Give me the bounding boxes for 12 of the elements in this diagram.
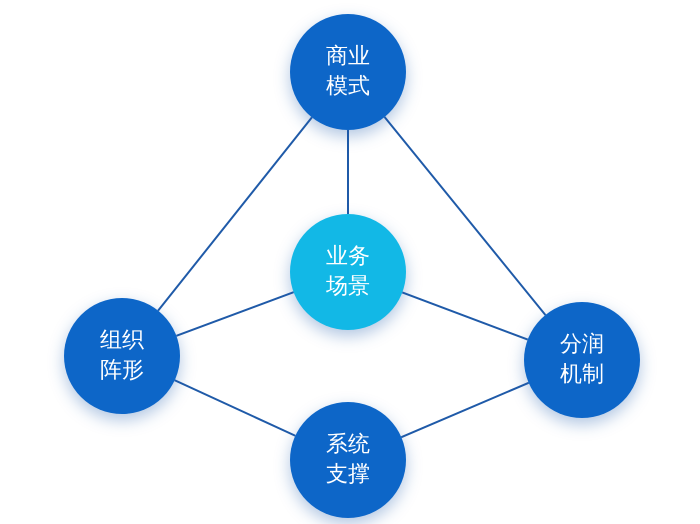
connector-line: [402, 291, 528, 341]
connector-line: [384, 116, 546, 316]
connector-line: [174, 379, 296, 437]
node-label: 组织阵形: [99, 327, 145, 385]
node-label: 商业模式: [325, 43, 371, 101]
connector-line: [157, 116, 313, 312]
connector-line: [400, 382, 530, 438]
node-label: 业务场景: [325, 243, 371, 301]
node-label: 系统支撑: [325, 431, 371, 489]
connector-line: [176, 291, 294, 337]
connector-line: [347, 130, 349, 214]
node-label: 分润机制: [559, 331, 605, 389]
